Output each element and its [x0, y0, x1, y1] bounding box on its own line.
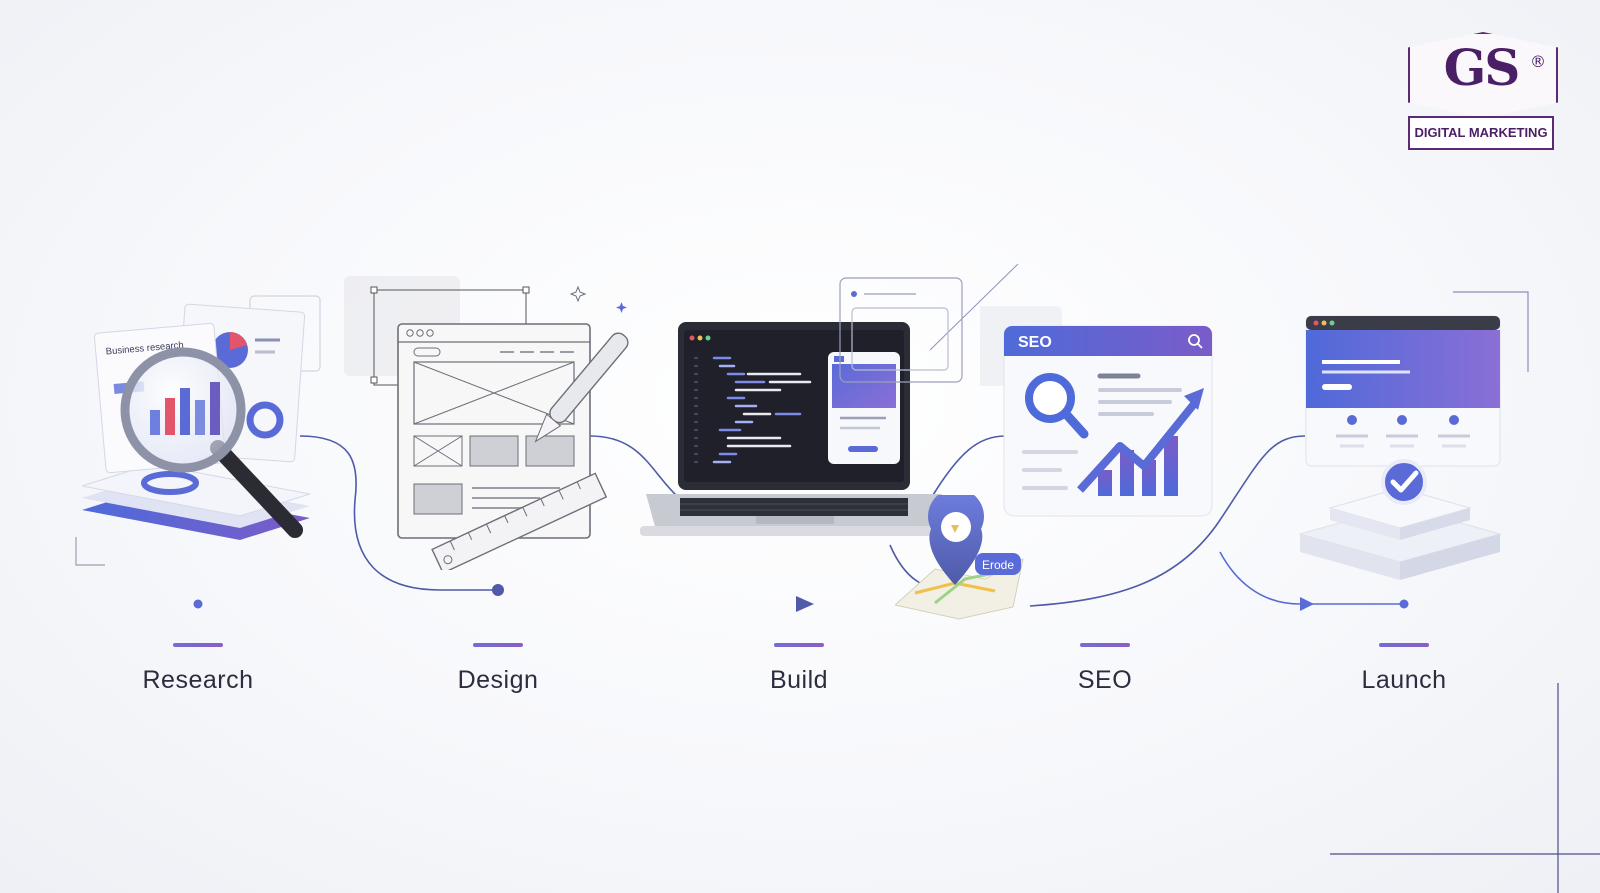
step-accent-design [473, 643, 523, 647]
timeline-start-node [193, 599, 203, 609]
step-label-build: Build [769, 666, 829, 694]
step-accent-build [774, 643, 824, 647]
logo-hexagon [1408, 32, 1558, 118]
logo-tagline: DIGITAL MARKETING [1408, 116, 1554, 150]
map-pin-icon: Erode [895, 495, 1024, 620]
brand-logo: GS ® DIGITAL MARKETING [1408, 32, 1558, 152]
connector-seo-launch [1029, 435, 1306, 607]
logo-registered-mark: ® [1530, 52, 1546, 71]
step-accent-seo [1080, 643, 1130, 647]
connector-build-seo [929, 435, 1006, 501]
magnifier-research-icon: Business research [81, 295, 321, 540]
logo-letters: GS [1443, 38, 1521, 97]
step-label-seo: SEO [1077, 666, 1133, 694]
build-decor-frame [839, 277, 963, 383]
seo-growth-icon: SEO [980, 306, 1213, 517]
connector-research-design [299, 435, 498, 591]
connector-node-design [492, 584, 504, 596]
connector-design-build [589, 435, 677, 496]
wireframe-design-icon [344, 276, 629, 570]
step-label-launch: Launch [1361, 666, 1447, 694]
svg-text:SEO: SEO [1018, 334, 1052, 351]
laptop-code-icon [640, 322, 950, 536]
svg-text:Erode: Erode [982, 558, 1014, 572]
launch-check-icon [1298, 315, 1502, 580]
step-accent-research [173, 643, 223, 647]
step-label-research: Research [142, 666, 254, 694]
step-label-design: Design [457, 666, 539, 694]
step-accent-launch [1379, 643, 1429, 647]
connector-launch-arrow [1219, 551, 1301, 605]
timeline-arrowhead [796, 596, 814, 612]
